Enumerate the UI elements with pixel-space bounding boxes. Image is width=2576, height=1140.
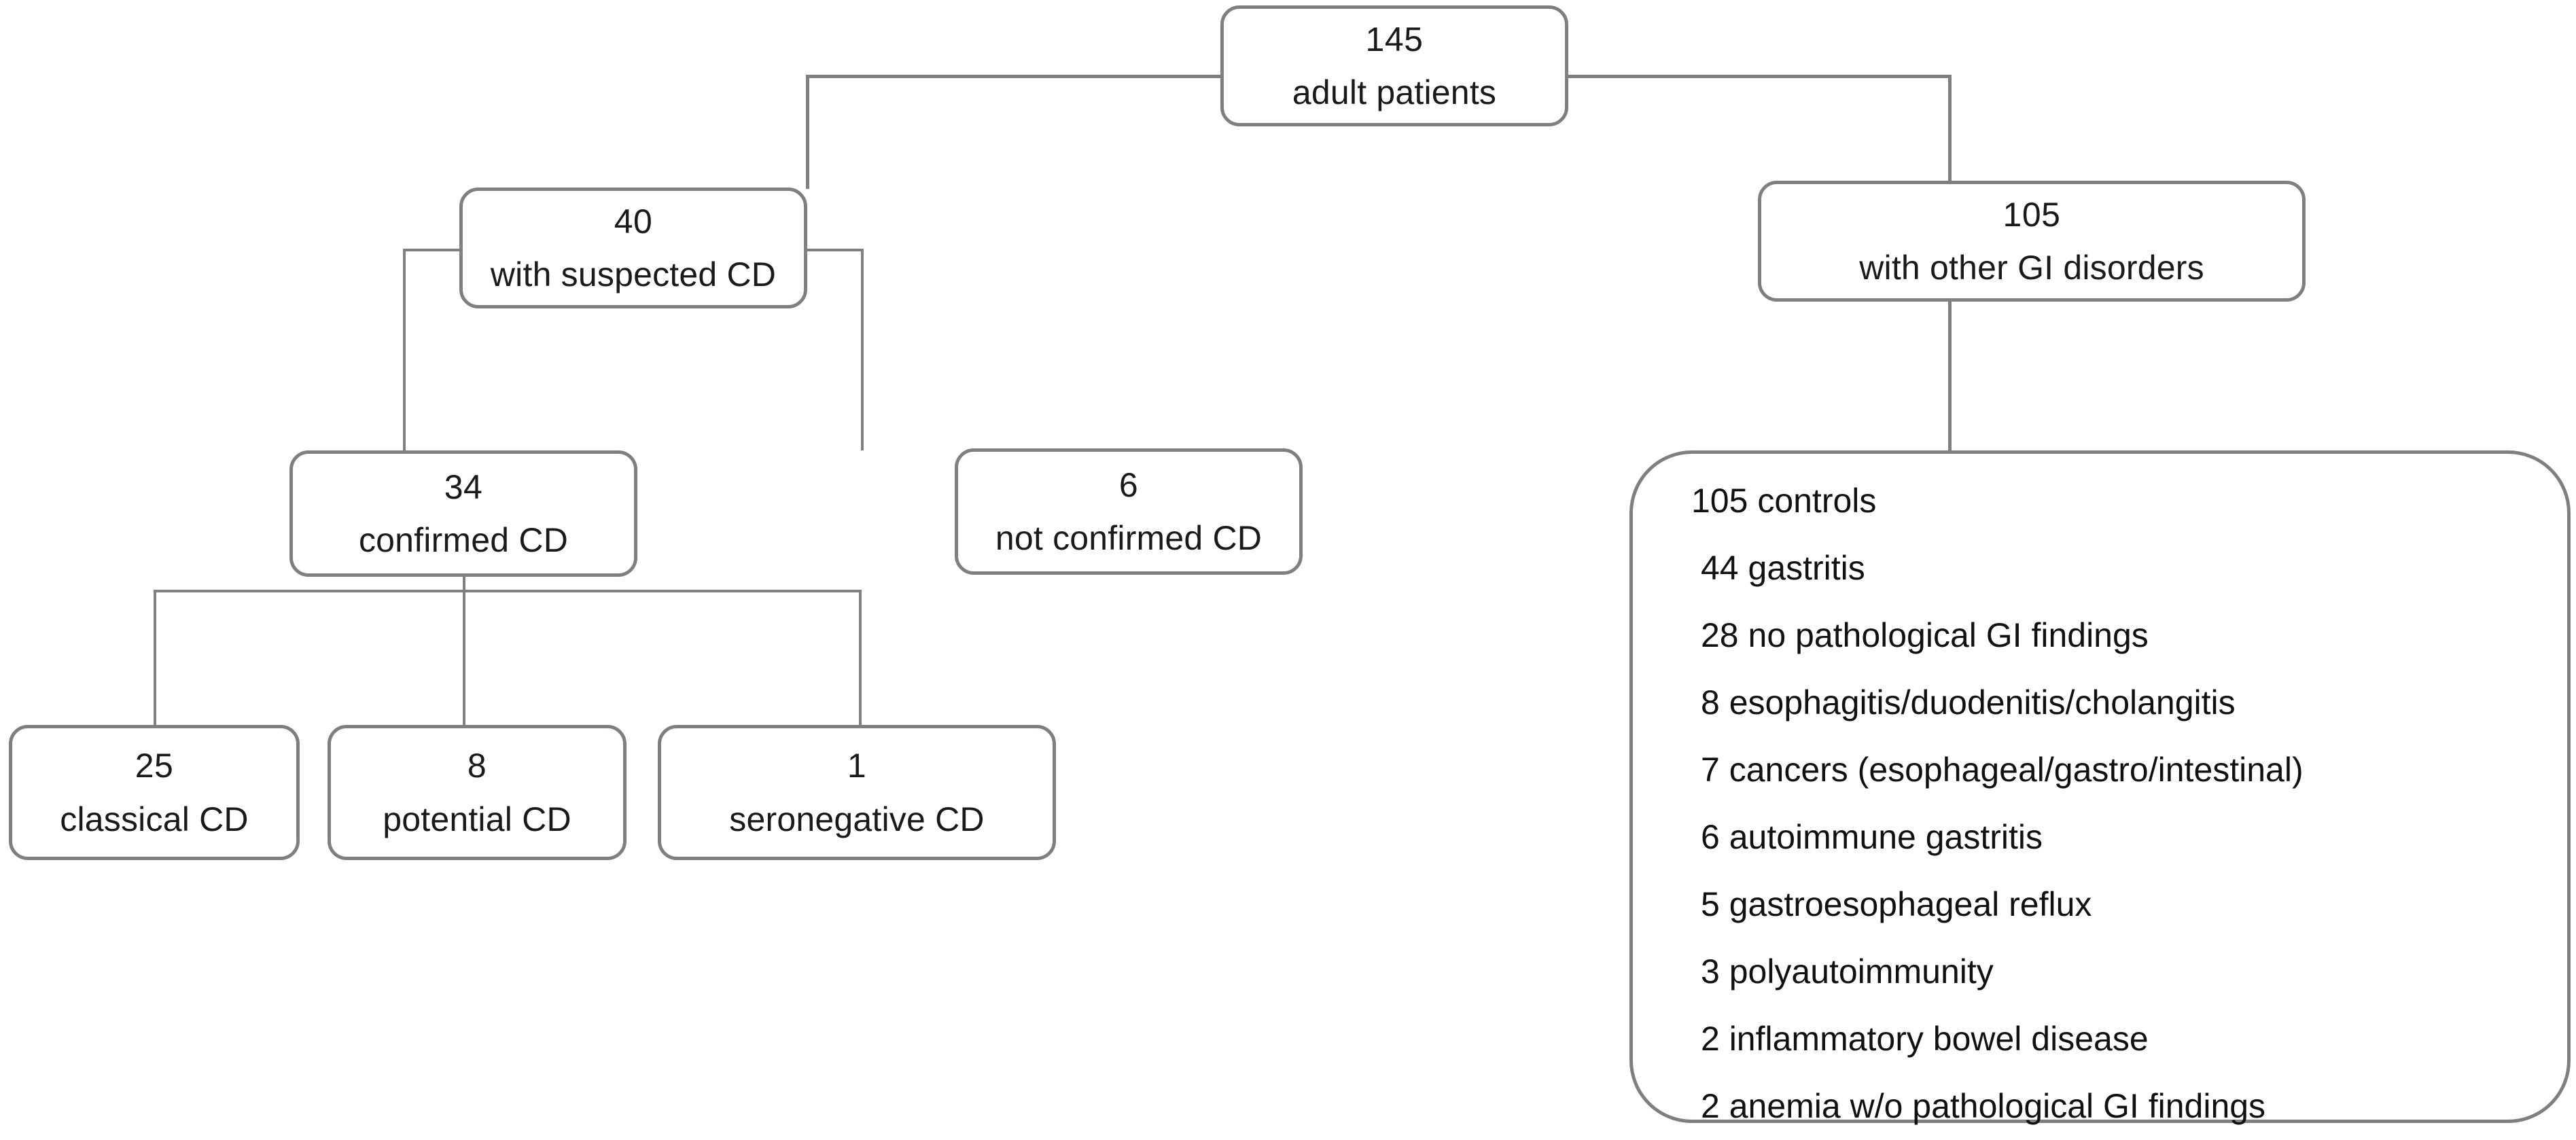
controls-heading: 105 controls bbox=[1691, 482, 1877, 520]
edge-root-to-left bbox=[806, 75, 1222, 78]
node-count: 1 bbox=[847, 747, 867, 785]
list-item: 2 anemia w/o pathological GI findings bbox=[1701, 1087, 2266, 1125]
list-item: 2 inflammatory bowel disease bbox=[1701, 1020, 2149, 1058]
controls-list: 44 gastritis 28 no pathological GI findi… bbox=[1691, 551, 2567, 1123]
node-count: 145 bbox=[1365, 20, 1424, 58]
node-count: 34 bbox=[444, 467, 483, 506]
edge-suspected-right bbox=[805, 249, 864, 251]
node-label: adult patients bbox=[1292, 73, 1497, 111]
node-count: 25 bbox=[135, 747, 174, 785]
node-label: with other GI disorders bbox=[1859, 249, 2204, 287]
node-suspected-cd[interactable]: 40 with suspected CD bbox=[459, 188, 807, 308]
edge-drop-potential bbox=[463, 576, 465, 727]
edge-drop-other bbox=[1948, 75, 1952, 182]
node-other-gi-disorders[interactable]: 105 with other GI disorders bbox=[1758, 181, 2306, 302]
edge-drop-confirmed bbox=[403, 249, 406, 452]
node-count: 6 bbox=[1118, 465, 1139, 504]
edge-drop-suspected bbox=[806, 75, 809, 189]
node-count: 40 bbox=[614, 202, 653, 241]
node-label: classical CD bbox=[60, 800, 249, 838]
node-count: 105 bbox=[2002, 195, 2061, 234]
list-item: 7 cancers (esophageal/gastro/intestinal) bbox=[1701, 751, 2304, 789]
node-potential-cd[interactable]: 8 potential CD bbox=[328, 725, 627, 860]
edge-drop-notconfirmed bbox=[861, 249, 864, 450]
node-count: 8 bbox=[467, 747, 487, 785]
edge-suspected-left bbox=[403, 249, 461, 251]
edge-confirmed-right bbox=[462, 590, 862, 592]
list-item: 8 esophagitis/duodenitis/cholangitis bbox=[1701, 683, 2236, 722]
node-label: potential CD bbox=[383, 800, 571, 838]
edge-drop-seronegative bbox=[859, 590, 862, 727]
node-adult-patients[interactable]: 145 adult patients bbox=[1220, 5, 1568, 126]
node-label: not confirmed CD bbox=[995, 519, 1263, 557]
node-controls-breakdown[interactable]: 105 controls 44 gastritis 28 no patholog… bbox=[1629, 450, 2571, 1123]
list-item: 3 polyautoimmunity bbox=[1701, 952, 1994, 991]
node-not-confirmed-cd[interactable]: 6 not confirmed CD bbox=[955, 448, 1303, 575]
list-item: 5 gastroesophageal reflux bbox=[1701, 885, 2092, 923]
edge-root-to-right bbox=[1567, 75, 1952, 78]
node-seronegative-cd[interactable]: 1 seronegative CD bbox=[658, 725, 1056, 860]
list-item: 6 autoimmune gastritis bbox=[1701, 818, 2043, 856]
node-label: with suspected CD bbox=[490, 255, 777, 293]
edge-drop-classical bbox=[154, 590, 156, 727]
node-label: seronegative CD bbox=[729, 800, 985, 838]
node-classical-cd[interactable]: 25 classical CD bbox=[9, 725, 300, 860]
edge-confirmed-left bbox=[154, 590, 466, 592]
edge-other-to-controls bbox=[1948, 300, 1952, 454]
list-item: 28 no pathological GI findings bbox=[1701, 616, 2149, 654]
node-label: confirmed CD bbox=[358, 521, 569, 559]
list-item: 44 gastritis bbox=[1701, 549, 1865, 587]
node-confirmed-cd[interactable]: 34 confirmed CD bbox=[289, 450, 637, 577]
